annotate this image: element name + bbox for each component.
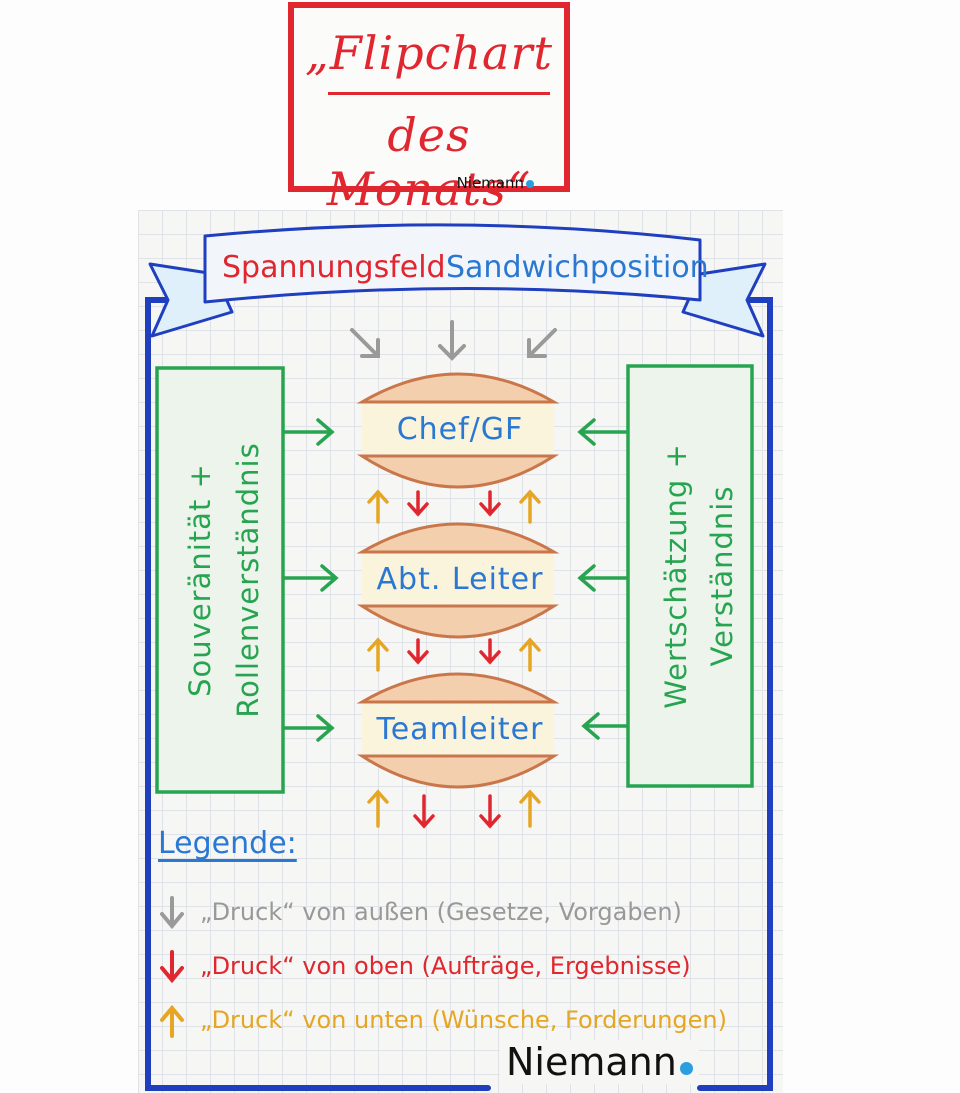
gray-arrow-center-icon xyxy=(438,320,466,361)
green-arrow-right-icon xyxy=(283,564,339,592)
orange-arrow-up-icon xyxy=(519,789,541,828)
legend-red-arrow-down-icon xyxy=(160,950,184,984)
legend-orange-arrow-up-icon xyxy=(160,1004,184,1038)
right-box-line-2: Verständnis xyxy=(705,485,739,667)
green-arrow-right-icon xyxy=(283,714,335,742)
ribbon-banner xyxy=(148,223,767,338)
banner-word-2: Sandwichposition xyxy=(446,250,709,285)
right-box-line-1: Wertschätzung + xyxy=(659,443,693,709)
left-box-line-2: Rollenverständnis xyxy=(231,442,265,718)
orange-arrow-up-icon xyxy=(367,637,389,672)
title-card: „Flipchart des Monats“ Niemann xyxy=(288,2,570,216)
banner-word-1: Spannungsfeld xyxy=(222,250,446,285)
sandwich-layer-abteilungsleiter xyxy=(356,522,560,639)
gray-arrow-left-icon xyxy=(350,328,380,358)
title-brand: Niemann xyxy=(457,174,534,192)
legend-gray-arrow-down-icon xyxy=(160,896,184,930)
gray-arrow-right-icon xyxy=(527,328,557,358)
red-arrow-down-icon xyxy=(407,490,429,517)
title-underline-1 xyxy=(328,92,550,95)
footer-brand: Niemann xyxy=(500,1040,699,1084)
left-competence-box xyxy=(155,366,285,794)
orange-arrow-up-icon xyxy=(519,637,541,672)
orange-arrow-up-icon xyxy=(367,489,389,524)
sandwich-layer-teamleiter xyxy=(356,672,560,789)
brand-dot-icon xyxy=(526,180,534,188)
green-arrow-left-icon xyxy=(581,712,628,740)
footer-brand-dot-icon xyxy=(679,1062,693,1075)
pressure-from-below-arrows xyxy=(367,489,541,828)
green-arrow-left-icon xyxy=(577,564,628,592)
orange-arrow-up-icon xyxy=(519,489,541,524)
green-arrow-left-icon xyxy=(577,418,628,446)
orange-arrow-up-icon xyxy=(367,789,389,828)
left-box-arrows xyxy=(283,418,339,742)
legend-item-above: „Druck“ von oben (Aufträge, Ergebnisse) xyxy=(200,952,691,980)
title-line-1: „Flipchart xyxy=(305,26,553,80)
red-arrow-down-icon xyxy=(407,638,429,665)
red-arrow-down-icon xyxy=(413,794,435,829)
sandwich-layer-chef xyxy=(356,372,560,489)
green-arrow-right-icon xyxy=(283,418,335,446)
right-box-arrows xyxy=(577,418,628,740)
external-pressure-arrows xyxy=(350,320,557,361)
footer-brand-text: Niemann xyxy=(506,1040,677,1084)
red-arrow-down-icon xyxy=(479,638,501,665)
legend-item-external: „Druck“ von außen (Gesetze, Vorgaben) xyxy=(200,898,682,926)
legend-title: Legende: xyxy=(158,826,297,861)
title-line-2: des Monats“ xyxy=(326,108,532,216)
red-arrow-down-icon xyxy=(479,490,501,517)
legend-item-below: „Druck“ von unten (Wünsche, Forderungen) xyxy=(200,1006,727,1034)
layer-label-abteilungsleiter: Abt. Leiter xyxy=(376,562,544,597)
pressure-from-above-arrows xyxy=(407,490,501,829)
layer-label-chef: Chef/GF xyxy=(396,412,524,447)
layer-label-teamleiter: Teamleiter xyxy=(376,712,544,747)
legend-icons xyxy=(160,896,184,1038)
title-brand-text: Niemann xyxy=(456,174,524,192)
left-box-line-1: Souveränität + xyxy=(183,463,217,697)
red-arrow-down-icon xyxy=(479,794,501,829)
outer-frame xyxy=(145,297,773,1091)
right-competence-box xyxy=(626,364,754,788)
